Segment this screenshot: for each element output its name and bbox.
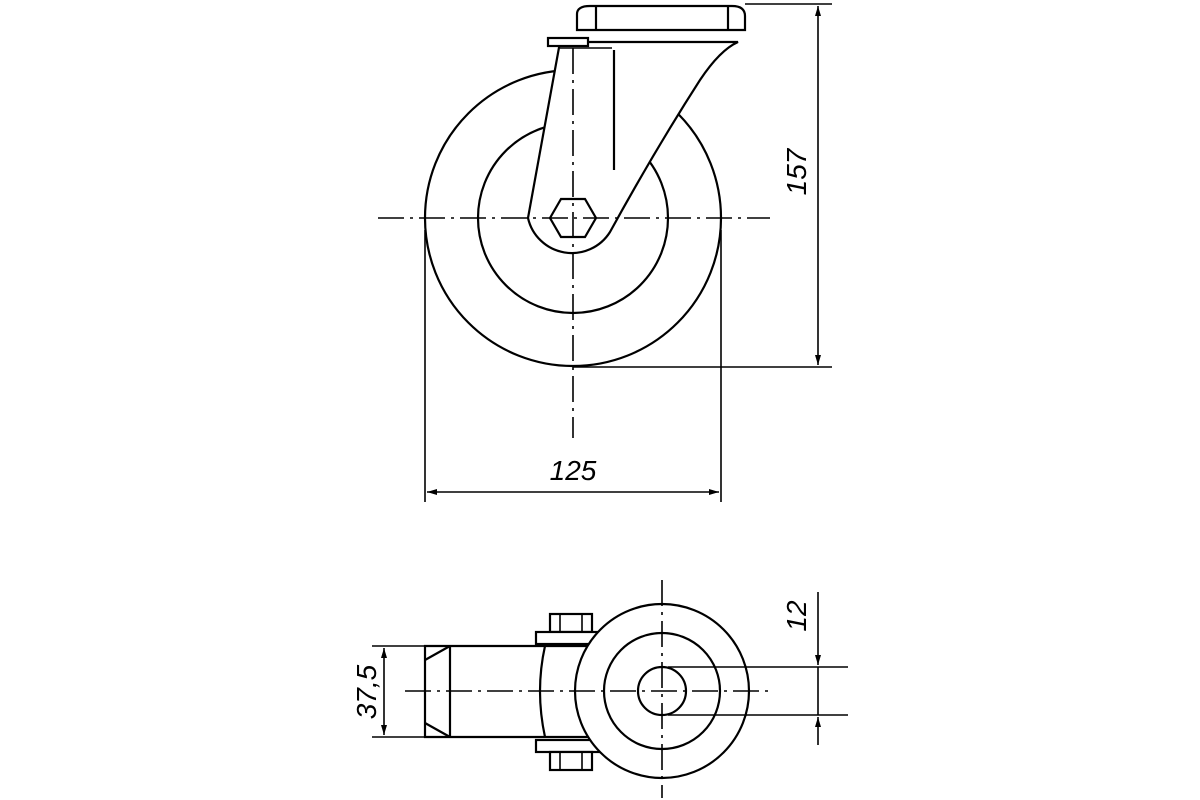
swivel-head <box>575 4 747 32</box>
top-nut <box>548 612 594 634</box>
dimension-125-label: 125 <box>550 455 597 486</box>
side-view: 125 157 <box>378 3 832 502</box>
dimension-157-label: 157 <box>781 147 812 195</box>
dimension-12-label: 12 <box>781 600 812 632</box>
bracket-plate <box>423 644 545 739</box>
dimension-37-5-label: 37,5 <box>351 664 382 719</box>
top-view: 37,5 12 <box>351 580 848 798</box>
fork-tab <box>546 36 590 48</box>
bottom-nut <box>548 750 594 772</box>
